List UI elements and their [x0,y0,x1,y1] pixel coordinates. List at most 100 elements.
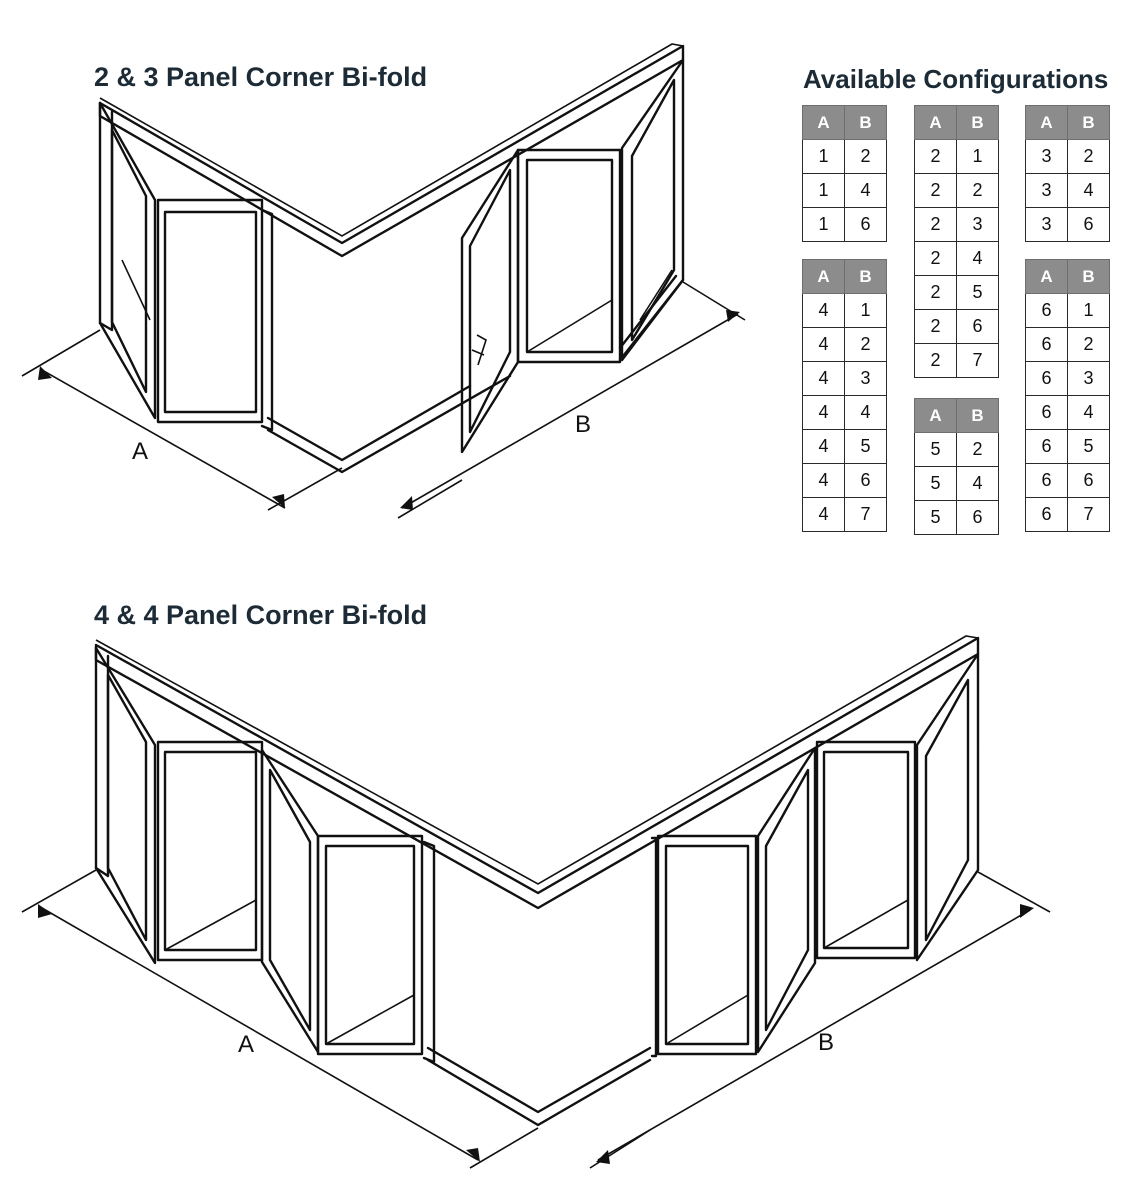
config-header-cell: B [1067,259,1110,294]
section-title-2-3-panel: 2 & 3 Panel Corner Bi-fold [94,62,428,92]
config-cell: 2 [914,139,957,174]
config-header-cell: A [914,105,957,140]
config-cell: 6 [956,309,999,344]
config-cell: 3 [956,207,999,242]
config-cell: 6 [844,207,887,242]
config-cell: 2 [914,241,957,276]
config-cell: 6 [1025,327,1068,362]
section-title-4-4-panel: 4 & 4 Panel Corner Bi-fold [94,600,428,630]
config-cell: 4 [802,327,845,362]
dimension-b-4-4: B [589,871,1051,1169]
config-cell: 5 [844,429,887,464]
config-cell: 4 [956,466,999,501]
dimension-a: A [21,329,343,511]
dimension-label-a: A [132,438,148,465]
config-cell: 2 [914,207,957,242]
configurations-title: Available Configurations [803,64,1109,94]
config-cell: 1 [802,139,845,174]
config-cell: 1 [802,173,845,208]
config-header-cell: B [956,398,999,433]
config-header-cell: A [914,398,957,433]
bifold-diagram-4-4 [94,635,980,1127]
config-cell: 6 [1025,497,1068,532]
config-cell: 4 [1067,173,1110,208]
config-cell: 2 [914,343,957,378]
dimension-a-4-4: A [21,869,539,1169]
right-folded-panels [460,58,685,454]
config-cell: 7 [956,343,999,378]
config-cell: 3 [1067,361,1110,396]
config-cell: 2 [956,173,999,208]
config-cell: 4 [844,395,887,430]
config-cell: 2 [844,327,887,362]
config-cell: 1 [802,207,845,242]
dimension-label-b: B [575,411,591,438]
config-cell: 6 [844,463,887,498]
config-cell: 4 [802,395,845,430]
config-cell: 4 [802,293,845,328]
config-cell: 1 [956,139,999,174]
dimension-label-b-4-4: B [818,1029,834,1056]
config-cell: 1 [844,293,887,328]
config-cell: 2 [1067,327,1110,362]
config-cell: 4 [802,497,845,532]
config-cell: 5 [914,432,957,467]
config-header-cell: A [1025,259,1068,294]
config-cell: 7 [844,497,887,532]
dimension-b: B [397,281,746,519]
config-cell: 4 [844,173,887,208]
config-cell: 3 [1025,139,1068,174]
config-cell: 3 [1025,173,1068,208]
left-folded-panels [98,101,274,432]
config-cell: 3 [844,361,887,396]
config-header-cell: B [1067,105,1110,140]
config-cell: 2 [1067,139,1110,174]
config-cell: 2 [914,309,957,344]
config-cell: 4 [802,429,845,464]
config-header-cell: B [844,259,887,294]
config-cell: 7 [1067,497,1110,532]
dimension-label-a-4-4: A [238,1031,254,1058]
config-cell: 6 [956,500,999,535]
config-cell: 6 [1067,207,1110,242]
